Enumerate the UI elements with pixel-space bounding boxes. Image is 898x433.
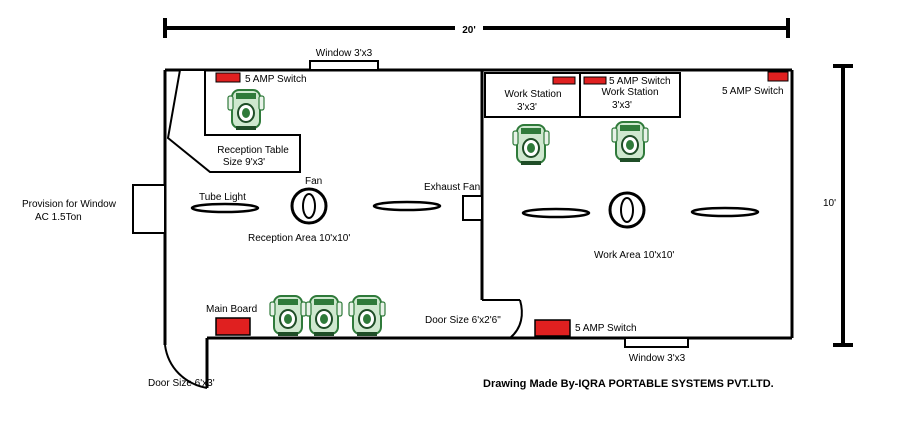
switch-workstation: 5 AMP Switch <box>552 76 671 87</box>
main-board: Main Board <box>206 304 257 336</box>
door-main: Door Size 6'x3' <box>148 338 215 389</box>
reception-table-line2: Size 9'x3' <box>223 157 265 168</box>
door-inner: Door Size 6'x2'6" <box>425 299 523 339</box>
chair-icon <box>348 295 386 337</box>
fan-label: Fan <box>305 176 322 187</box>
window-top-label: Window 3'x3 <box>316 48 373 59</box>
switch-bottom: 5 AMP Switch <box>534 319 637 337</box>
tube-light-4 <box>690 206 760 218</box>
ac-provision-line2: AC 1.5Ton <box>35 212 82 223</box>
fan-icon: Fan <box>290 176 328 225</box>
door-main-label: Door Size 6'x3' <box>148 378 215 389</box>
chair-icon <box>611 121 649 163</box>
main-board-label: Main Board <box>206 304 257 315</box>
switch-reception-label: 5 AMP Switch <box>245 74 307 85</box>
tube-light-3 <box>521 207 591 219</box>
height-dimension: 10' <box>823 64 853 347</box>
work-station-1-line2: 3'x3' <box>517 102 537 113</box>
fan-icon <box>608 191 646 229</box>
width-dimension: 20' <box>163 18 790 38</box>
width-label: 20' <box>462 25 476 36</box>
ac-provision-line1: Provision for Window <box>22 199 117 210</box>
work-station-2-line2: 3'x3' <box>612 100 632 111</box>
tube-light: Tube Light <box>190 192 260 214</box>
chair-icon <box>512 124 550 166</box>
chair-icon <box>269 295 307 337</box>
work-station-2-line1: Work Station <box>601 87 658 98</box>
reception-table-line1: Reception Table <box>217 145 289 156</box>
tube-light-label: Tube Light <box>199 192 246 203</box>
drawing-credit: Drawing Made By-IQRA PORTABLE SYSTEMS PV… <box>483 378 774 390</box>
work-station-1-line1: Work Station <box>504 89 561 100</box>
tube-light-2 <box>372 200 442 212</box>
switch-reception: 5 AMP Switch <box>215 72 307 85</box>
door-inner-label: Door Size 6'x2'6" <box>425 315 501 326</box>
chair-icon <box>305 295 343 337</box>
height-label: 10' <box>823 198 836 209</box>
reception-table: Reception Table Size 9'x3' <box>166 69 301 173</box>
work-area-label: Work Area 10'x10' <box>594 250 674 261</box>
window-top: Window 3'x3 <box>309 48 379 71</box>
reception-area-label: Reception Area 10'x10' <box>248 233 350 244</box>
switch-bottom-label: 5 AMP Switch <box>575 323 637 334</box>
switch-workstation-label: 5 AMP Switch <box>609 76 671 87</box>
chair-icon <box>227 89 265 131</box>
window-bottom: Window 3'x3 <box>624 337 689 364</box>
work-station-1: Work Station 3'x3' <box>484 72 581 118</box>
window-bottom-label: Window 3'x3 <box>629 353 686 364</box>
exhaust-fan: Exhaust Fan <box>424 182 483 221</box>
switch-work-corner: 5 AMP Switch <box>722 71 789 97</box>
switch-work-corner-label: 5 AMP Switch <box>722 86 784 97</box>
exhaust-fan-label: Exhaust Fan <box>424 182 480 193</box>
ac-provision: Provision for Window AC 1.5Ton <box>22 184 166 234</box>
